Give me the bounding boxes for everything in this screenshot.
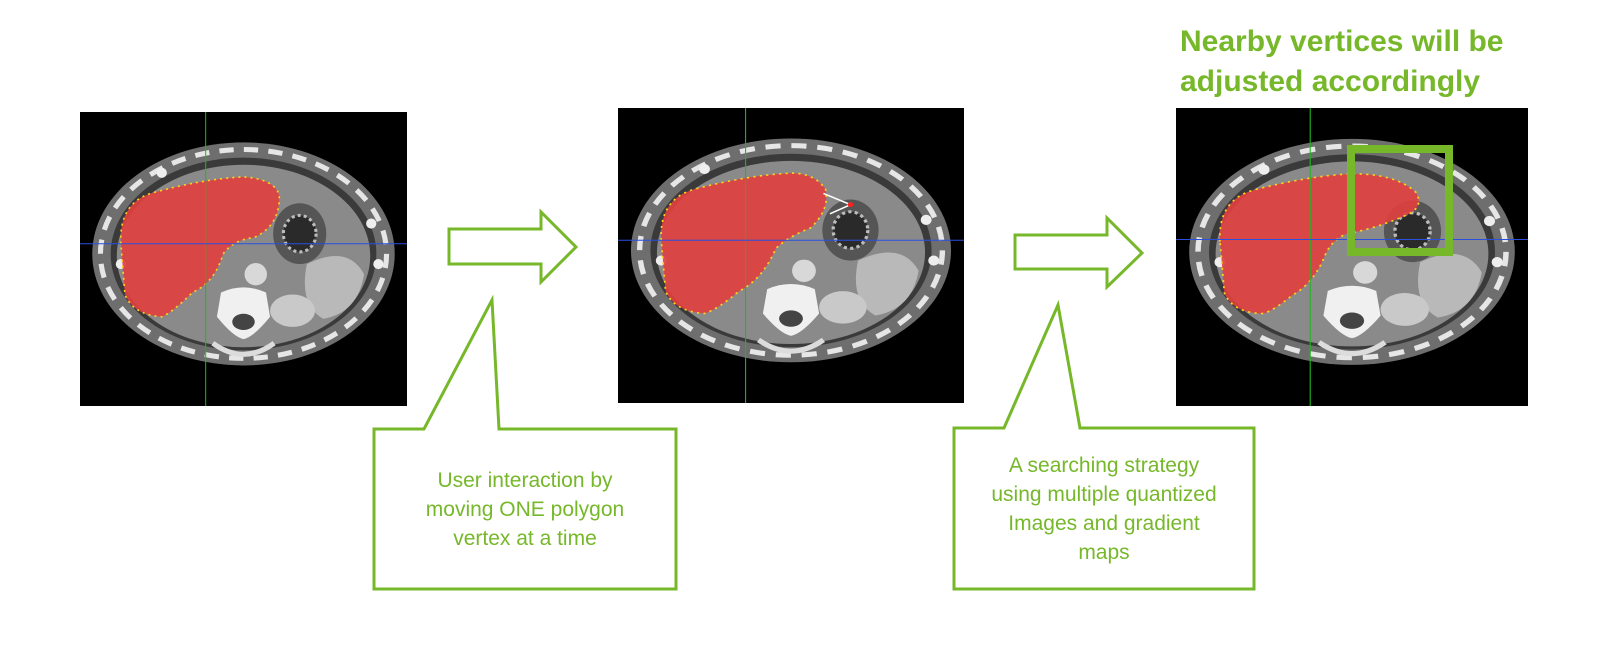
headline-line-1: Nearby vertices will be [1180, 25, 1504, 58]
highlight-box [1347, 145, 1453, 256]
arrow-right-2 [1013, 214, 1145, 291]
callout-text-search-strategy: A searching strategy using multiple quan… [991, 454, 1217, 564]
arrow-right-1 [447, 208, 579, 286]
callout-box-search-strategy [952, 299, 1256, 591]
ct-panel-vertex-moved [618, 108, 964, 403]
liver-segmentation [1219, 172, 1420, 315]
liver-segmentation [120, 176, 281, 318]
moved-vertex[interactable] [847, 202, 854, 208]
callout-text-user-interaction: User interaction by moving ONE polygon v… [425, 469, 625, 550]
liver-segmentation [660, 172, 828, 315]
headline: Nearby vertices will be adjusted accordi… [1180, 22, 1580, 102]
callout-box-user-interaction [372, 294, 678, 591]
ct-panel-adjusted [1176, 108, 1528, 406]
headline-line-2: adjusted accordingly [1180, 65, 1481, 98]
ct-panel-initial [80, 112, 407, 406]
